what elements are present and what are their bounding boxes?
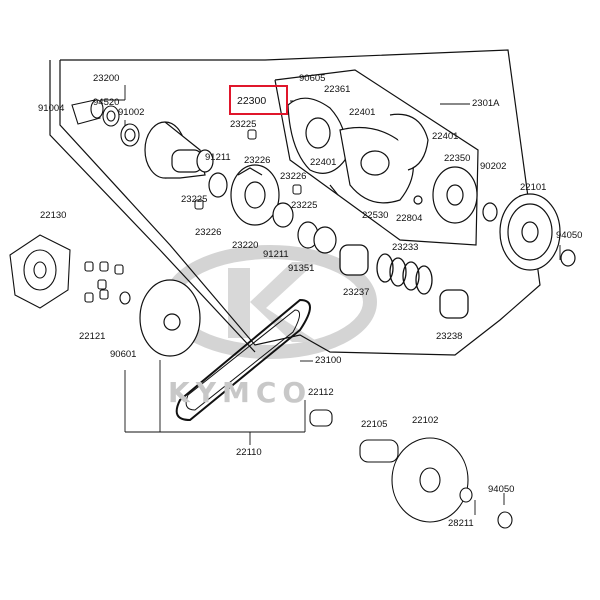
label-22530: 22530 — [362, 210, 389, 221]
label-91351: 91351 — [288, 263, 315, 274]
label-22112: 22112 — [308, 387, 334, 398]
label-23225-mid: 23225 — [291, 200, 318, 211]
label-28211: 28211 — [448, 518, 474, 529]
label-22350: 22350 — [444, 153, 471, 164]
label-23233: 23233 — [392, 242, 419, 253]
label-23200: 23200 — [93, 73, 120, 84]
label-22130: 22130 — [40, 210, 67, 221]
part-spring-23233 — [339, 244, 469, 319]
part-fan-22130 — [9, 234, 131, 309]
part-clutch-22300 — [287, 97, 429, 205]
part-driven-fan-22102 — [309, 409, 513, 529]
label-22401-mid: 22401 — [310, 157, 337, 168]
label-23238: 23238 — [436, 331, 463, 342]
label-22105: 22105 — [361, 419, 388, 430]
label-22804: 22804 — [396, 213, 423, 224]
label-90202: 90202 — [480, 161, 507, 172]
part-movable-face-23200 — [144, 121, 214, 179]
part-driven-pulley — [139, 279, 201, 357]
label-22361: 22361 — [324, 84, 351, 95]
watermark-text: KYMCO — [168, 376, 313, 409]
part-sliders-23225 — [194, 129, 302, 210]
label-22110: 22110 — [236, 447, 262, 458]
label-22121: 22121 — [79, 331, 106, 342]
label-90605: 90605 — [299, 73, 326, 84]
label-91002: 91002 — [118, 107, 145, 118]
label-23220: 23220 — [232, 240, 259, 251]
label-91211-top: 91211 — [205, 152, 231, 163]
label-22401-right: 22401 — [432, 131, 459, 142]
label-23226-left: 23226 — [195, 227, 222, 238]
assembly-outline — [49, 49, 541, 356]
label-22300: 22300 — [237, 95, 267, 107]
part-ramp-plate-23220 — [208, 164, 337, 254]
part-clutch-bell-22101 — [432, 166, 576, 271]
label-22102: 22102 — [412, 415, 439, 426]
part-bushing-91004 — [71, 99, 140, 147]
label-22401-top: 22401 — [349, 107, 376, 118]
label-23225-left: 23225 — [181, 194, 208, 205]
label-90601: 90601 — [110, 349, 137, 360]
label-94520: 94520 — [93, 97, 120, 108]
label-23225-top: 23225 — [230, 119, 257, 130]
label-23226-mid: 23226 — [280, 171, 307, 182]
label-91211-bottom: 91211 — [263, 249, 289, 260]
label-94050-bottom: 94050 — [488, 484, 515, 495]
label-91004: 91004 — [38, 103, 65, 114]
part-belt-23100 — [175, 298, 311, 422]
label-22101: 22101 — [520, 182, 547, 193]
highlight-box — [229, 85, 288, 115]
label-23226-top: 23226 — [244, 155, 271, 166]
label-23100: 23100 — [315, 355, 342, 366]
label-2301A: 2301A — [472, 98, 500, 109]
label-23237: 23237 — [343, 287, 370, 298]
label-94050-top: 94050 — [556, 230, 583, 241]
